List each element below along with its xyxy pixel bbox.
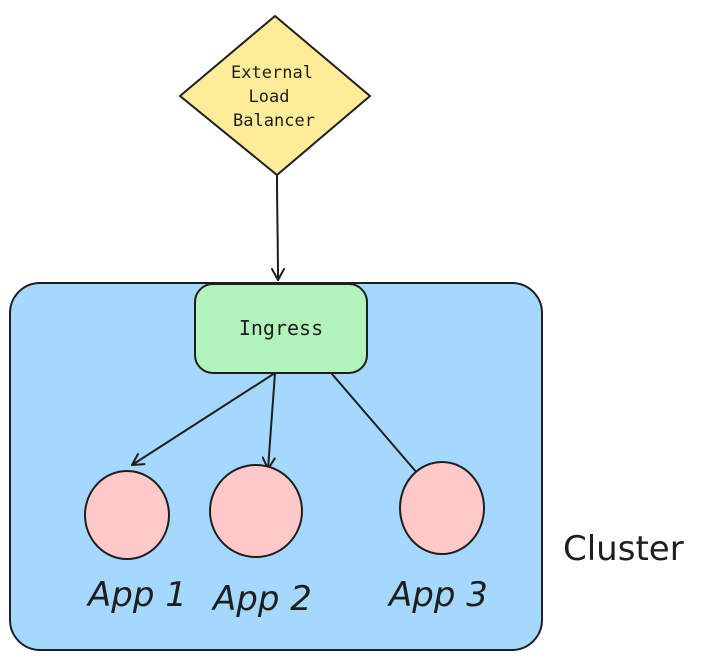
app-3-node (399, 461, 485, 555)
ingress-label: Ingress (239, 316, 323, 340)
app-1-label: App 1 (86, 575, 187, 615)
balancer-label-line-1: External (231, 63, 313, 83)
arrow-balancer-to-ingress (270, 174, 285, 281)
balancer-label-line-2: Load (249, 87, 290, 107)
balancer-label-line-3: Balancer (233, 111, 315, 131)
app-1-node (84, 470, 170, 560)
arrow-ingress-to-app-3 (331, 373, 425, 482)
arrow-ingress-to-app-1 (131, 372, 276, 466)
ingress-node (194, 283, 368, 374)
arrow-ingress-to-app-2 (261, 372, 276, 470)
app-3-label: App 3 (387, 575, 488, 615)
app-2-label: App 2 (211, 579, 312, 619)
app-2-node (209, 464, 303, 558)
cluster-label: Cluster (563, 529, 684, 569)
